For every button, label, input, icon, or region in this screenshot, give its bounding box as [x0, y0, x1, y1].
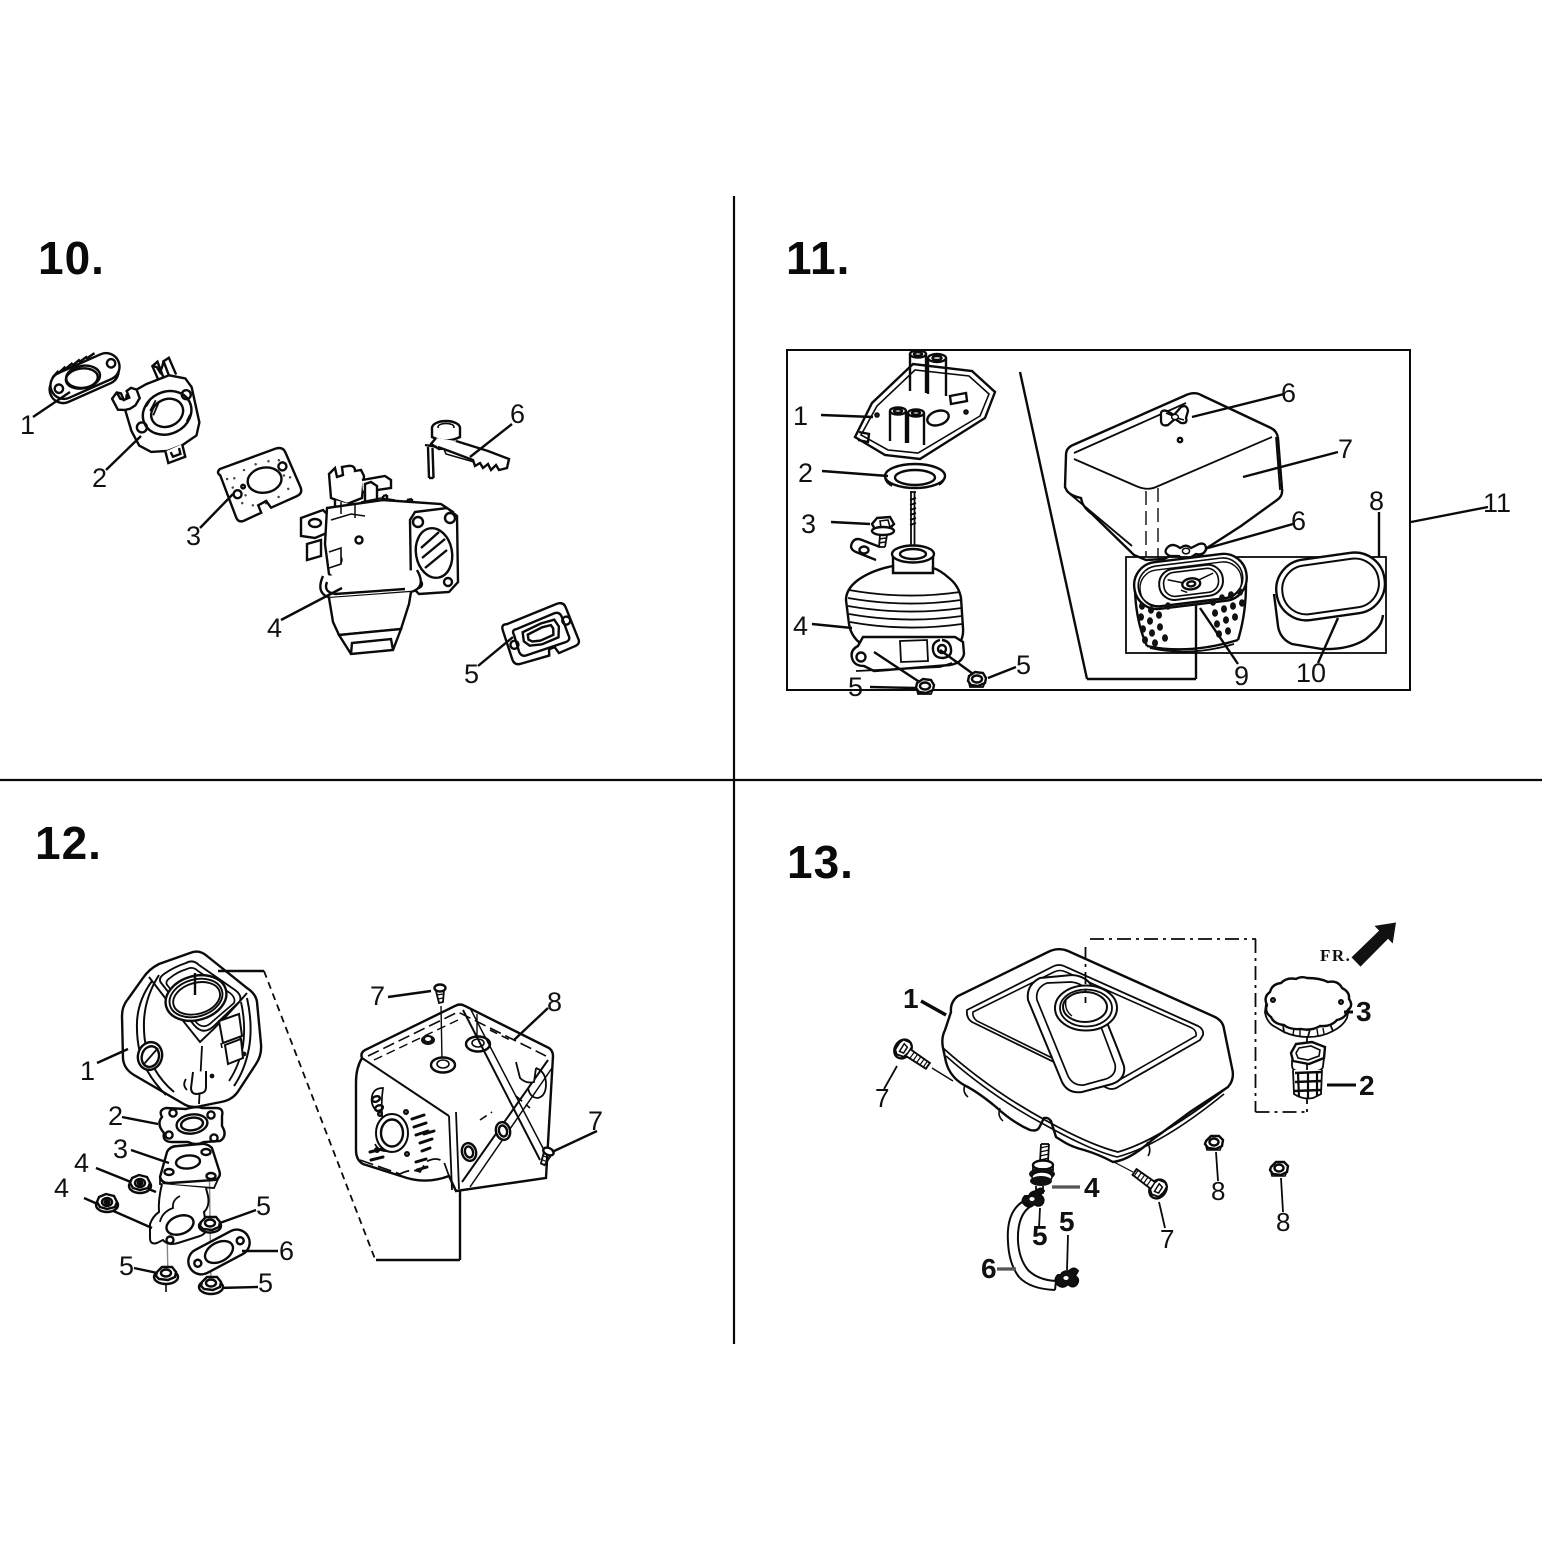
svg-text:7: 7 — [1338, 434, 1353, 464]
svg-text:2: 2 — [798, 458, 813, 488]
svg-text:5: 5 — [1059, 1206, 1075, 1237]
svg-text:2: 2 — [108, 1101, 123, 1131]
svg-text:1: 1 — [903, 983, 919, 1014]
svg-text:5: 5 — [1032, 1220, 1048, 1251]
svg-text:4: 4 — [793, 611, 808, 641]
svg-text:3: 3 — [1356, 996, 1372, 1027]
svg-text:6: 6 — [279, 1236, 294, 1266]
svg-text:6: 6 — [981, 1253, 997, 1284]
svg-text:3: 3 — [113, 1134, 128, 1164]
svg-text:5: 5 — [464, 659, 479, 689]
svg-text:4: 4 — [74, 1148, 89, 1178]
svg-text:5: 5 — [256, 1191, 271, 1221]
svg-text:5: 5 — [119, 1251, 134, 1281]
svg-text:3: 3 — [186, 521, 201, 551]
svg-text:1: 1 — [20, 410, 35, 440]
svg-text:6: 6 — [510, 399, 525, 429]
svg-text:11: 11 — [1483, 488, 1511, 518]
svg-text:6: 6 — [1281, 378, 1296, 408]
svg-text:7: 7 — [1160, 1224, 1174, 1254]
svg-text:1: 1 — [80, 1056, 95, 1086]
svg-text:8: 8 — [1211, 1176, 1225, 1206]
svg-text:5: 5 — [848, 672, 863, 702]
svg-text:2: 2 — [92, 463, 107, 493]
svg-text:8: 8 — [547, 987, 562, 1017]
svg-text:4: 4 — [1084, 1172, 1100, 1203]
svg-text:9: 9 — [1234, 661, 1249, 691]
svg-text:2: 2 — [1359, 1070, 1375, 1101]
svg-text:7: 7 — [370, 981, 385, 1011]
svg-text:1: 1 — [793, 401, 808, 431]
svg-text:7: 7 — [588, 1106, 603, 1136]
svg-text:FR.: FR. — [1320, 946, 1351, 965]
svg-text:4: 4 — [54, 1173, 69, 1203]
svg-text:6: 6 — [1291, 506, 1306, 536]
svg-text:8: 8 — [1276, 1207, 1290, 1237]
svg-text:5: 5 — [258, 1268, 273, 1298]
svg-text:5: 5 — [1016, 650, 1031, 680]
svg-text:10: 10 — [1296, 658, 1326, 688]
svg-text:4: 4 — [267, 613, 282, 643]
svg-text:3: 3 — [801, 509, 816, 539]
svg-text:8: 8 — [1369, 486, 1384, 516]
svg-text:7: 7 — [875, 1083, 889, 1113]
